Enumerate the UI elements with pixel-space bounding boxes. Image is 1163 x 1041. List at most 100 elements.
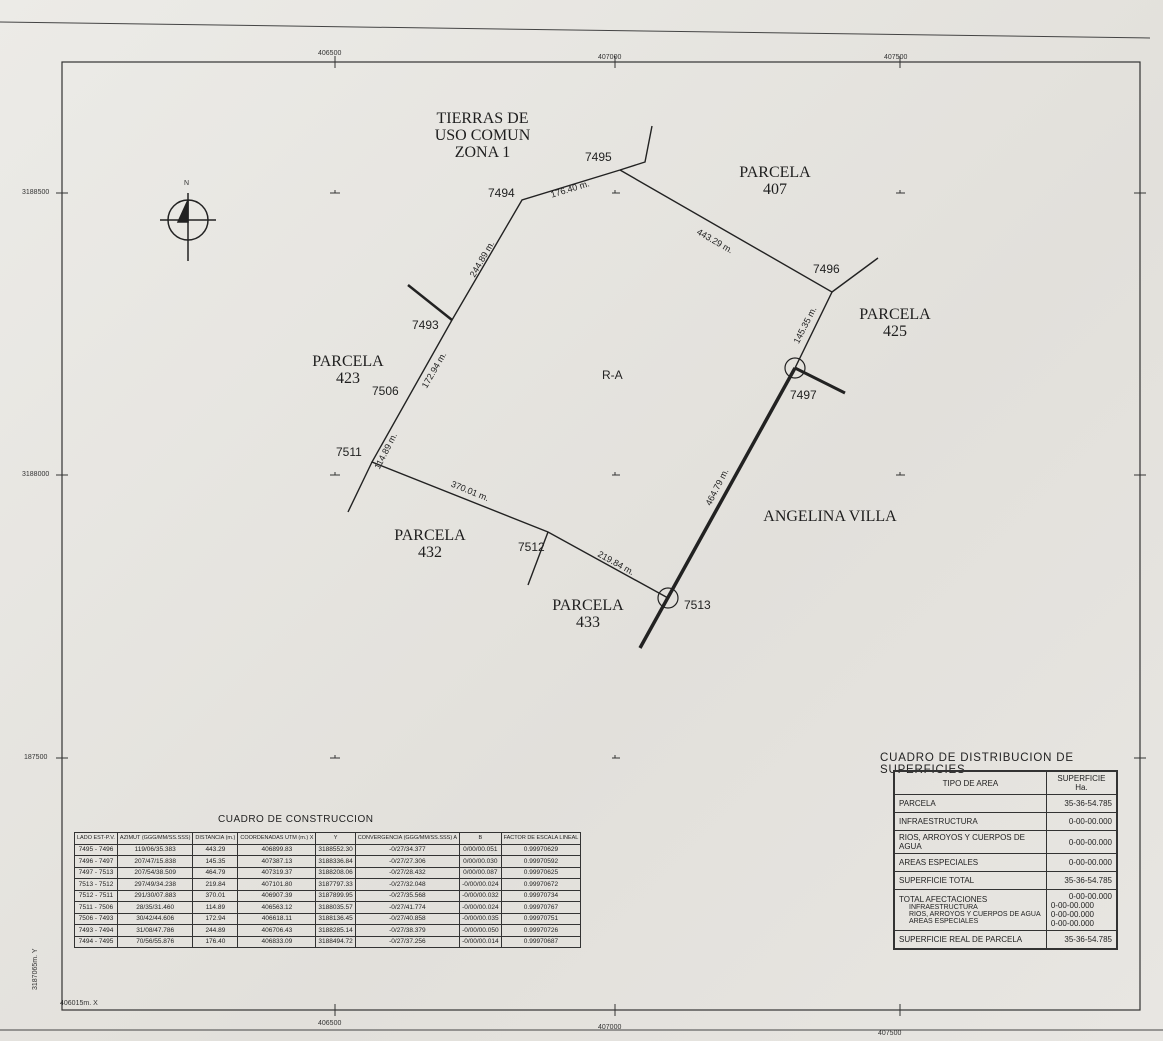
table-cell: 7496 - 7497 [74,855,118,868]
origin-x-label: 406015m. X [60,1000,98,1007]
table-cell: 7511 - 7506 [74,901,118,914]
table-cell: 0.99970726 [500,924,582,937]
sheet-top-line [0,21,1151,39]
table-cell: 0.99970629 [500,843,582,856]
grid-y-label: 3188000 [22,471,50,478]
table-cell: 172.94 [192,912,239,925]
label-parcela-423: PARCELA 423 [312,353,384,387]
north-label: N [184,180,190,187]
vertex-label: 7496 [813,262,840,276]
vertex-label: 7506 [372,384,399,398]
afectaciones-values: 0-00-00.000 0-00-00.000 0-00-00.000 0-00… [1045,889,1118,931]
area-type: SUPERFICIE TOTAL [893,871,1047,890]
table-cell: -0/27/40.858 [354,912,461,925]
table-cell: -0/27/34.377 [354,843,461,856]
table-cell: -0/00/00.024 [459,901,502,914]
table-cell: 406907.39 [237,889,317,902]
table-cell: 3188208.06 [315,866,356,879]
label-parcela-425: PARCELA 425 [859,306,931,340]
table-cell: 70/56/55.876 [116,935,194,948]
table-cell: -0/27/41.774 [354,901,461,914]
afect-item: INFRAESTRUCTURA [909,904,978,911]
table-cell: 30/42/44.606 [116,912,194,925]
col-header: FACTOR DE ESCALA LINEAL [500,832,582,845]
table-cell: 7513 - 7512 [74,878,118,891]
vertex-label: 7512 [518,540,545,554]
table-cell: 0/00/00.051 [459,843,502,856]
table-cell: 207/47/15.838 [116,855,194,868]
table-cell: 28/35/31.460 [116,901,194,914]
table-cell: 0.99970625 [500,866,582,879]
col-header: LADO EST-P.V. [74,832,118,845]
table-cell: 297/49/34.238 [116,878,194,891]
col-header: SUPERFICIE Ha. [1045,770,1118,795]
grid-x-label: 406500 [318,50,342,57]
afect-item-value: 0-00-00.000 [1050,919,1095,928]
grid-x-label: 406500 [318,1020,342,1027]
grid-x-label: 407000 [598,54,622,61]
label-parcela-433: PARCELA 433 [552,597,624,631]
table-cell: 464.79 [192,866,239,879]
afect-item-value: 0-00-00.000 [1050,901,1095,910]
grid-crosses [56,56,1146,1016]
table-cell: -0/27/32.048 [354,878,461,891]
vertex-label: 7497 [790,388,817,402]
construction-table: LADO EST-P.V. AZIMUT (GGG/MM/SS.SSS) DIS… [74,832,582,948]
table-cell: -0/27/28.432 [354,866,461,879]
area-type: INFRAESTRUCTURA [893,812,1047,831]
grid-x-label: 407000 [598,1024,622,1031]
table-cell: 7506 - 7493 [74,912,118,925]
table-cell: 3188285.14 [315,924,356,937]
table-cell: -0/27/27.306 [354,855,461,868]
grid-y-label: 3188500 [22,189,50,196]
table-cell: 176.40 [192,935,239,948]
table-cell: 3188336.84 [315,855,356,868]
afect-item: AREAS ESPECIALES [909,918,979,925]
table-cell: 219.84 [192,878,239,891]
label-parcela-407: PARCELA 407 [739,164,811,198]
table-cell: -0/27/37.256 [354,935,461,948]
table-cell: 406833.09 [237,935,317,948]
table-cell: -0/00/00.050 [459,924,502,937]
vertex-label: 7495 [585,150,612,164]
table-cell: 3188136.45 [315,912,356,925]
table-cell: 145.35 [192,855,239,868]
vertex-label: 7494 [488,186,515,200]
table-cell: -0/00/00.014 [459,935,502,948]
col-header: DISTANCIA (m.) [192,832,239,845]
parcel-boundary [347,125,879,649]
area-type: SUPERFICIE REAL DE PARCELA [893,930,1047,950]
table-cell: 7497 - 7513 [74,866,118,879]
area-value: 0-00-00.000 [1045,812,1118,831]
label-tierras-uso-comun: TIERRAS DE USO COMUN ZONA 1 [434,110,531,161]
vertex-label: 7513 [684,598,711,612]
table-row: TOTAL AFECTACIONES INFRAESTRUCTURA RIOS,… [893,889,1118,931]
table-cell: 0/00/00.087 [459,866,502,879]
table-cell: 7495 - 7496 [74,843,118,856]
table-cell: 370.01 [192,889,239,902]
vertex-label: 7493 [412,318,439,332]
col-header: AZIMUT (GGG/MM/SS.SSS) [116,832,194,845]
afect-item-value: 0-00-00.000 [1050,910,1095,919]
area-type: PARCELA [893,794,1047,813]
col-header: B [459,832,502,845]
table-cell: 406706.43 [237,924,317,937]
table-cell: 114.89 [192,901,239,914]
label-angelina-villa: ANGELINA VILLA [763,508,897,525]
table-cell: 0.99970687 [500,935,582,948]
area-value: 35-36-54.785 [1045,794,1118,813]
table-cell: 7494 - 7495 [74,935,118,948]
